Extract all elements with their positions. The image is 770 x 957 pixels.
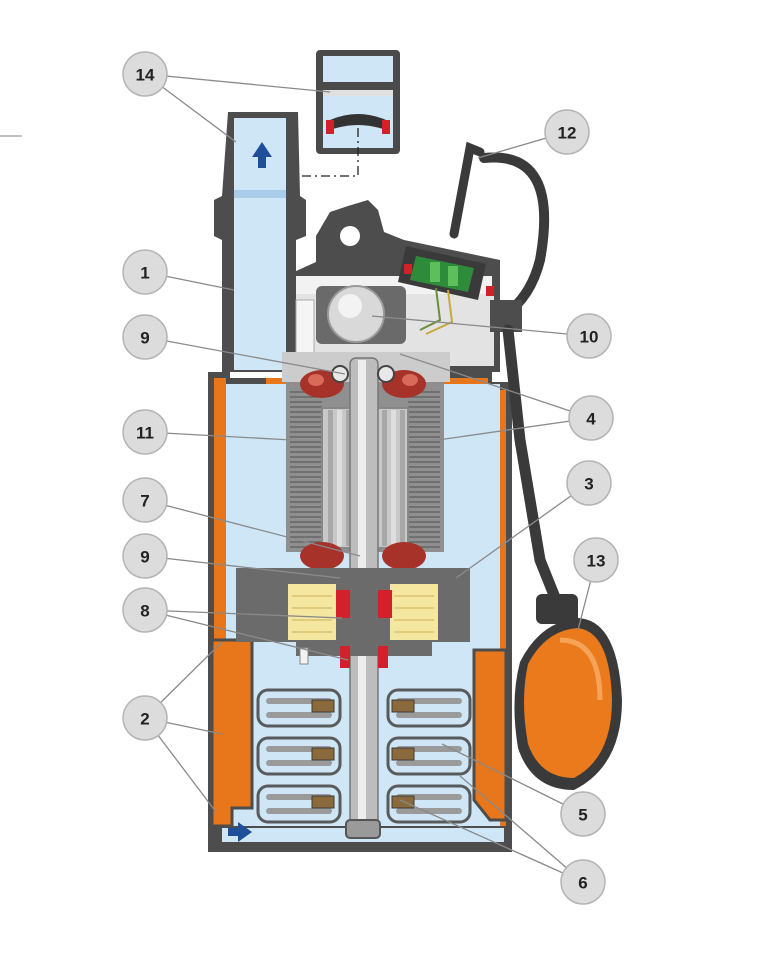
leader-line-9-0 — [144, 336, 346, 375]
callout-number: 10 — [580, 328, 599, 347]
stator-laminations — [290, 391, 440, 548]
shaft-nut — [345, 819, 381, 839]
leader-line-4-0 — [399, 353, 592, 419]
leader-line-10-0 — [371, 315, 590, 337]
callout-10: 10 — [566, 313, 612, 359]
callout-number: 12 — [558, 124, 577, 143]
callout-number: 2 — [140, 710, 149, 729]
capacitor — [295, 285, 406, 357]
leader-line-7-0 — [144, 499, 361, 557]
callout-2: 2 — [122, 695, 168, 741]
callout-number: 6 — [578, 874, 587, 893]
callout-6: 6 — [560, 859, 606, 905]
callout-number: 4 — [586, 410, 596, 429]
callout-12: 12 — [544, 109, 590, 155]
callout-3: 3 — [566, 460, 612, 506]
outlet-fitting — [316, 50, 400, 154]
callout-11: 11 — [122, 409, 168, 455]
leader-line-14-0 — [144, 73, 331, 93]
callout-number: 3 — [584, 475, 593, 494]
callout-9: 9 — [122, 314, 168, 360]
pump-body — [236, 568, 470, 656]
pump-stages — [256, 688, 472, 824]
callout-number: 14 — [136, 66, 155, 85]
callout-7: 7 — [122, 477, 168, 523]
float-switch — [514, 594, 622, 790]
callout-number: 9 — [140, 548, 149, 567]
discharge-pipe — [214, 112, 306, 372]
inflow-arrow-icon — [228, 822, 252, 842]
mechanical-seals — [299, 590, 392, 668]
callout-number: 5 — [578, 806, 587, 825]
callout-number: 8 — [140, 602, 149, 621]
callout-8: 8 — [122, 587, 168, 633]
outflow-arrow-icon — [252, 142, 272, 168]
leader-line-5-0 — [441, 743, 584, 815]
callout-number: 11 — [136, 424, 154, 443]
callout-13: 13 — [573, 537, 619, 583]
leader-line-8-0 — [144, 609, 343, 619]
callout-14: 14 — [122, 51, 168, 97]
oil-chamber-lines — [292, 595, 434, 633]
leader-line-3-0 — [455, 482, 590, 579]
leader-line-4-1 — [437, 417, 592, 441]
leader-line-9-0 — [144, 555, 341, 579]
callout-number: 1 — [140, 264, 149, 283]
callout-5: 5 — [560, 791, 606, 837]
callout-number: 9 — [140, 329, 149, 348]
callout-4: 4 — [568, 395, 614, 441]
leader-line-11-0 — [144, 431, 293, 441]
leader-line-6-1 — [399, 799, 584, 883]
power-cable — [449, 141, 562, 606]
terminal-board — [398, 246, 494, 335]
callout-number: 7 — [140, 492, 149, 511]
leader-line-6-0 — [459, 775, 584, 883]
leader-line-8-1 — [144, 609, 349, 661]
callout-1: 1 — [122, 249, 168, 295]
callout-9: 9 — [122, 533, 168, 579]
callout-number: 13 — [587, 552, 606, 571]
